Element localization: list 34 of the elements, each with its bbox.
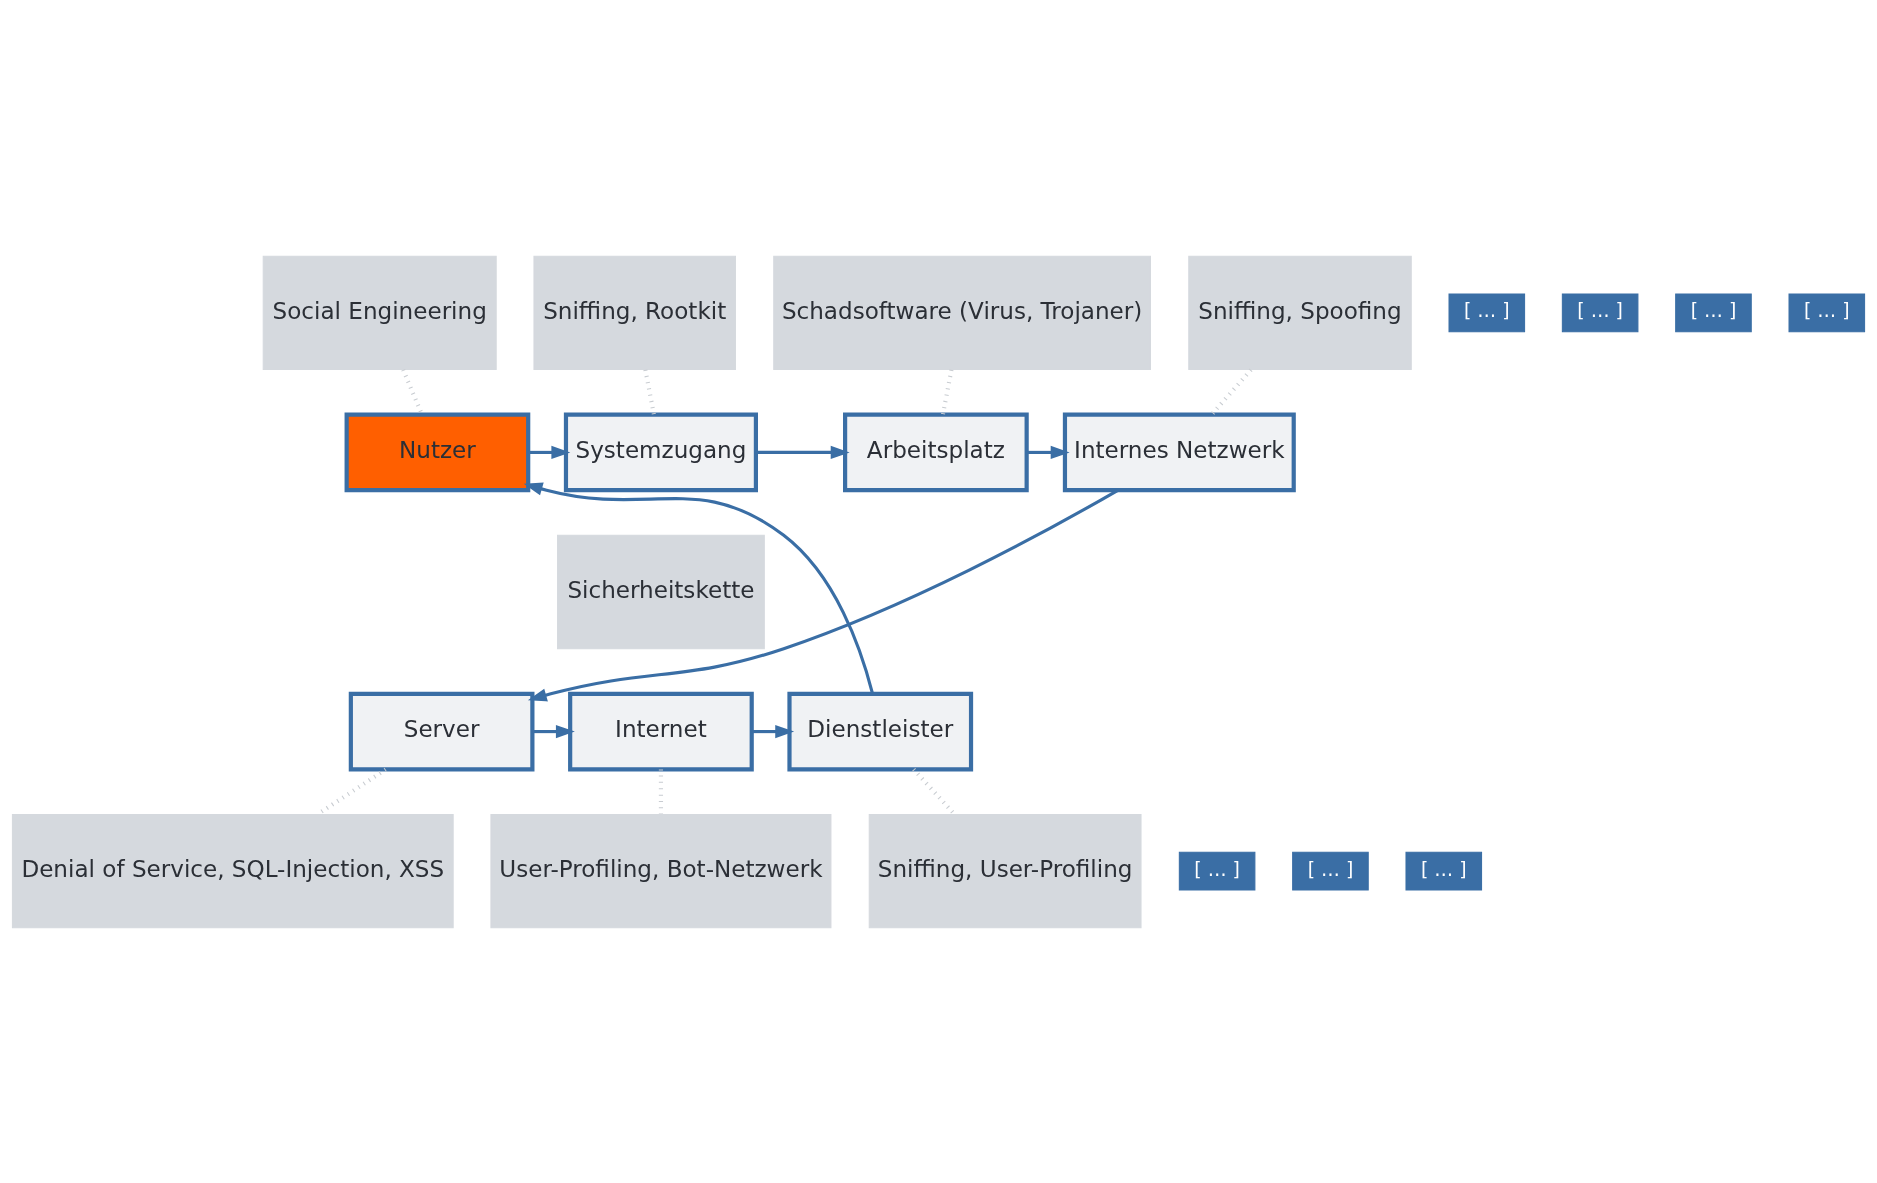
connector bbox=[940, 368, 954, 415]
arrow bbox=[1026, 445, 1070, 459]
node-box: Arbeitsplatz bbox=[843, 412, 1029, 492]
node-box: [ … ] bbox=[1448, 292, 1526, 332]
node-box: Social Engineering bbox=[262, 255, 497, 370]
node-box: Sniffing, User-Profiling bbox=[868, 813, 1142, 928]
arrow bbox=[528, 445, 571, 459]
node-box: Sniffing, Rootkit bbox=[533, 255, 736, 370]
node-box: Systemzugang bbox=[563, 412, 758, 492]
node-box: [ … ] bbox=[1675, 292, 1752, 332]
connector bbox=[1210, 367, 1253, 416]
connector bbox=[643, 368, 656, 415]
node-box: Internes Netzwerk bbox=[1062, 412, 1296, 492]
node-box: Sicherheitskette bbox=[557, 534, 765, 649]
node-box: Denial of Service, SQL-Injection, XSS bbox=[11, 813, 454, 928]
node-box: [ … ] bbox=[1292, 851, 1369, 891]
node-box: User-Profiling, Bot-Netzwerk bbox=[490, 813, 832, 928]
arrow bbox=[527, 488, 1119, 701]
node-box: [ … ] bbox=[1405, 851, 1483, 891]
arrow bbox=[756, 445, 850, 459]
node-box: Internet bbox=[568, 691, 754, 771]
connector bbox=[912, 767, 956, 815]
node-box: [ … ] bbox=[1788, 292, 1866, 332]
arrow bbox=[523, 482, 875, 694]
node-box: [ … ] bbox=[1561, 292, 1639, 332]
node-box: [ … ] bbox=[1178, 851, 1256, 891]
arrow bbox=[751, 724, 795, 738]
arrow bbox=[532, 724, 575, 738]
node-box: Server bbox=[348, 691, 535, 771]
node-box: Dienstleister bbox=[787, 691, 974, 771]
node-box: Nutzer bbox=[344, 412, 531, 492]
node-box: Schadsoftware (Virus, Trojaner) bbox=[773, 255, 1151, 370]
connector bbox=[401, 368, 424, 415]
node-box: Sniffing, Spoofing bbox=[1188, 255, 1412, 370]
